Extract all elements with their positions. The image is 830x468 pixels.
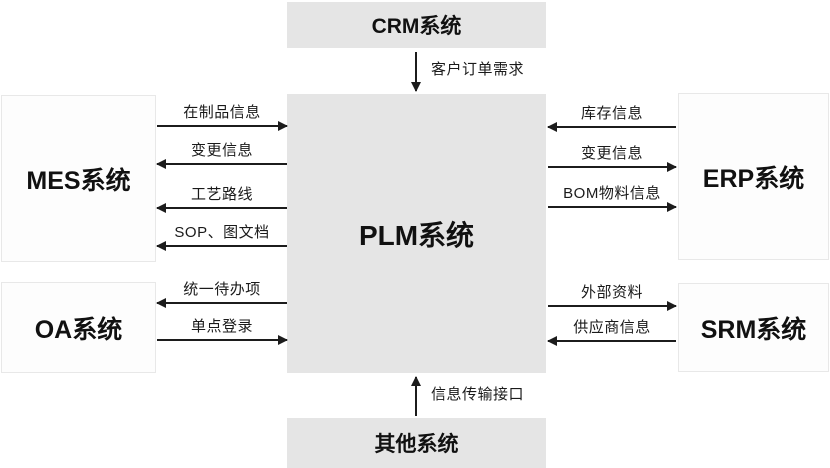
arrow-left-icon xyxy=(156,298,287,308)
arrow-single-sign-on-label: 单点登录 xyxy=(190,318,253,335)
other-system-box: 其他系统 xyxy=(287,418,546,468)
arrow-inventory-info: 库存信息 xyxy=(547,105,676,132)
arrow-info-transfer-interface-label: 信息传输接口 xyxy=(431,386,525,403)
arrow-process-route-label: 工艺路线 xyxy=(190,186,253,203)
srm-system-label: SRM系统 xyxy=(700,315,807,344)
arrow-left-icon xyxy=(547,122,676,132)
arrow-change-info-mes-label: 变更信息 xyxy=(190,142,253,159)
erp-system-label: ERP系统 xyxy=(702,164,805,193)
arrow-single-sign-on: 单点登录 xyxy=(157,318,288,345)
mes-system-box: MES系统 xyxy=(1,95,156,262)
arrow-left-icon xyxy=(156,159,287,169)
arrow-wip-info-label: 在制品信息 xyxy=(183,104,261,121)
arrow-inventory-info-label: 库存信息 xyxy=(580,105,643,122)
crm-system-box: CRM系统 xyxy=(287,2,546,48)
arrow-right-icon xyxy=(548,202,677,212)
arrow-left-icon xyxy=(156,203,287,213)
mes-system-label: MES系统 xyxy=(26,166,131,195)
erp-system-box: ERP系统 xyxy=(678,93,829,260)
arrow-bom-material-info-label: BOM物料信息 xyxy=(563,185,661,202)
srm-system-box: SRM系统 xyxy=(678,283,829,372)
arrow-unified-todo-items-label: 统一待办项 xyxy=(183,281,261,298)
arrow-right-icon xyxy=(548,162,677,172)
arrow-unified-todo-items: 统一待办项 xyxy=(156,281,287,308)
arrow-supplier-info: 供应商信息 xyxy=(547,319,676,346)
arrow-supplier-info-label: 供应商信息 xyxy=(573,319,651,336)
arrow-right-icon xyxy=(157,121,288,131)
arrow-info-transfer-interface xyxy=(411,376,421,416)
arrow-change-info-erp: 变更信息 xyxy=(548,145,677,172)
arrow-wip-info: 在制品信息 xyxy=(157,104,288,131)
arrow-right-icon xyxy=(157,335,288,345)
arrow-sop-documents-label: SOP、图文档 xyxy=(174,224,270,241)
arrow-left-icon xyxy=(547,336,676,346)
arrow-bom-material-info: BOM物料信息 xyxy=(548,185,677,212)
arrow-sop-documents: SOP、图文档 xyxy=(156,224,287,251)
other-system-label: 其他系统 xyxy=(374,433,459,456)
arrow-left-icon xyxy=(156,241,287,251)
arrow-customer-order-demand xyxy=(411,52,421,92)
arrow-process-route: 工艺路线 xyxy=(156,186,287,213)
crm-system-label: CRM系统 xyxy=(371,15,462,38)
arrow-customer-order-demand-label: 客户订单需求 xyxy=(431,61,525,78)
plm-system-box: PLM系统 xyxy=(287,94,546,373)
arrow-change-info-mes: 变更信息 xyxy=(156,142,287,169)
arrow-external-data: 外部资料 xyxy=(548,284,677,311)
plm-system-label: PLM系统 xyxy=(358,219,475,251)
arrow-external-data-label: 外部资料 xyxy=(580,284,643,301)
arrow-right-icon xyxy=(548,301,677,311)
oa-system-box: OA系统 xyxy=(1,282,156,373)
oa-system-label: OA系统 xyxy=(34,315,123,344)
arrow-change-info-erp-label: 变更信息 xyxy=(580,145,643,162)
